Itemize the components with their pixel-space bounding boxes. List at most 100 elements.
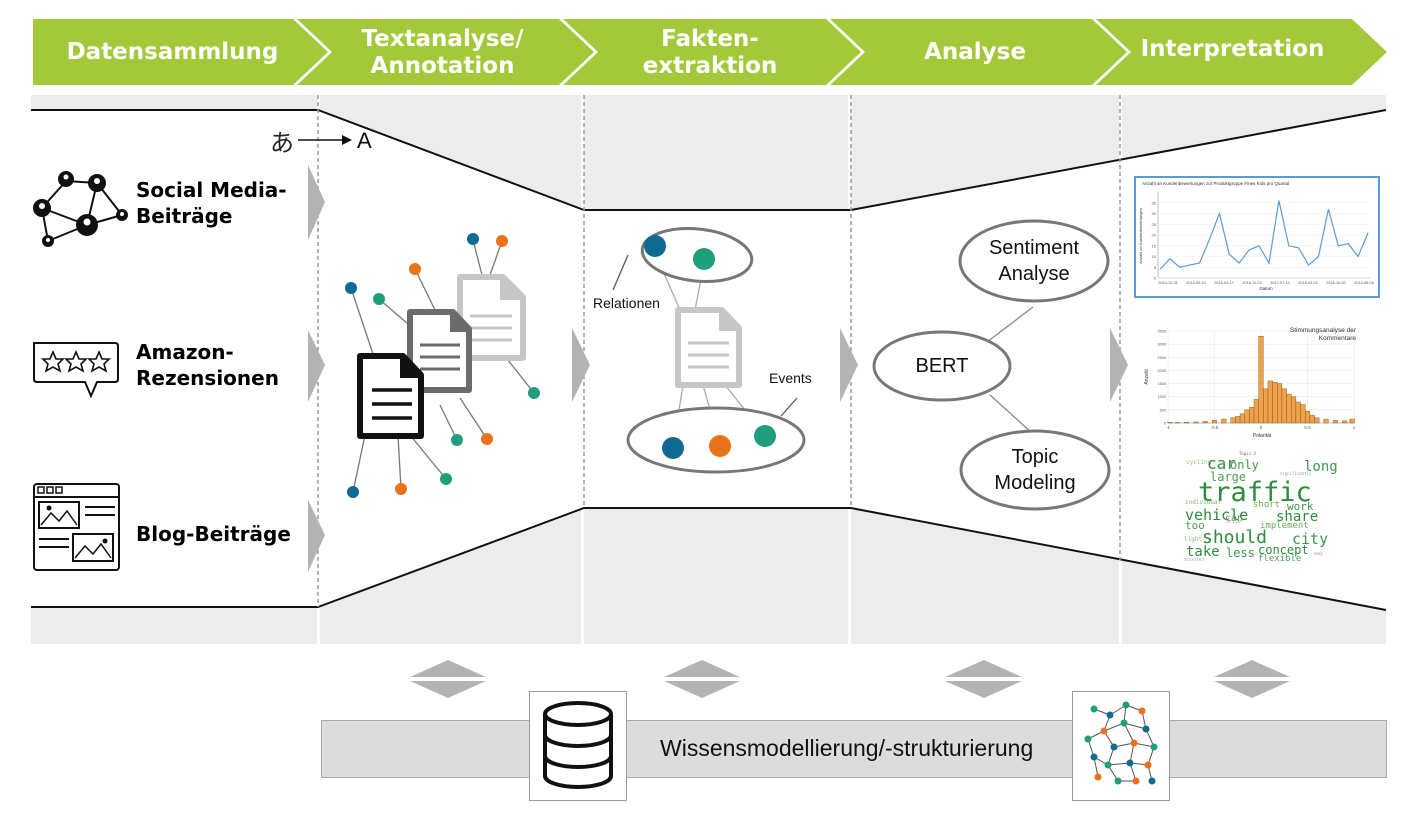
database-icon	[543, 701, 613, 789]
bert-label: BERT	[915, 355, 969, 377]
word-cloud-word: share	[1276, 509, 1319, 525]
line-chart-ytick-label: 20	[1152, 233, 1157, 238]
exchange-arrow-3	[945, 660, 1022, 677]
histogram-bar	[1253, 399, 1259, 424]
translation-target-char: A	[357, 128, 372, 153]
line-chart-ylabel: Anzahl an Kundenbewertungen	[1138, 208, 1143, 264]
histogram-frame	[1140, 325, 1362, 445]
stage-chevron-3	[563, 19, 861, 85]
word-cloud-word: can	[1225, 513, 1244, 524]
translation-arrowhead	[342, 135, 352, 145]
word-cloud-word: less	[1226, 546, 1255, 560]
knowledge-graph-icon	[1084, 701, 1158, 785]
sentiment-analysis-label: Sentiment Analyse	[988, 237, 1080, 285]
stage-label-analyse: Analyse	[924, 39, 1026, 65]
stage-label-faktenextraktion: Fakten- extraktion	[642, 26, 778, 79]
relation-pointer	[612, 254, 629, 291]
histogram-xlabel: Polarität	[1253, 433, 1272, 439]
histogram-bar	[1249, 407, 1255, 424]
stage-chevron-4	[830, 19, 1127, 85]
histogram-bar	[1272, 382, 1278, 424]
histogram-ytick-label: 3500	[1158, 330, 1166, 334]
word-cloud-word: should	[1202, 527, 1268, 548]
stage-label-interpretation: Interpretation	[1140, 36, 1325, 62]
histogram-bar	[1300, 404, 1306, 424]
histogram-xtick-label: 1	[1353, 425, 1356, 430]
translation-source-char: あ	[270, 129, 294, 157]
exchange-arrow-1	[410, 660, 486, 677]
blog-page-icon	[33, 483, 120, 571]
histogram-bar	[1286, 393, 1292, 424]
word-cloud-word: car	[1207, 454, 1236, 473]
relations-label: Relationen	[593, 295, 660, 311]
histogram-bar	[1277, 383, 1283, 424]
line-chart-xlabel: Datum	[1259, 286, 1273, 291]
line-chart-xtick-label: 2014-12-31	[1158, 281, 1177, 285]
fact-extraction-illustration	[612, 227, 806, 474]
line-chart: Anzahl an Kundenbewertungen zur Produktg…	[1138, 181, 1374, 291]
source-label-amazon: Amazon- Rezensionen	[136, 340, 279, 390]
line-chart-ytick-label: 5	[1154, 265, 1157, 270]
histogram-xtick-label: -0.5	[1211, 425, 1219, 430]
word-cloud-word: Topic 3	[1239, 451, 1256, 456]
histogram-bar	[1281, 388, 1287, 424]
histogram-bar	[1230, 417, 1236, 424]
stage-label-datensammlung: Datensammlung	[66, 39, 279, 65]
line-chart-frame	[1134, 176, 1380, 298]
word-cloud-word: scooter	[1184, 557, 1206, 563]
line-chart-xtick-label: 2017-07-14	[1270, 281, 1289, 285]
annotated-documents-illustration	[345, 233, 540, 498]
word-cloud-word: work	[1287, 500, 1314, 513]
social-network-icon	[33, 171, 128, 247]
flow-arrow-fakten	[840, 328, 858, 402]
histogram-bar	[1349, 418, 1355, 424]
flow-arrow-textanalyse	[572, 328, 590, 402]
histogram-ylabel: Anzahl	[1144, 369, 1150, 384]
histogram-ytick-label: 3000	[1158, 343, 1166, 347]
line-chart-ytick-label: 30	[1152, 211, 1157, 216]
exchange-arrow-2	[664, 660, 740, 677]
topic-ellipse	[959, 429, 1111, 511]
topic-modeling-label: Topic Modeling	[994, 446, 1076, 494]
histogram-bar	[1291, 396, 1297, 424]
source-label-blog: Blog-Beiträge	[136, 522, 291, 546]
events-label: Events	[769, 370, 812, 386]
stage-chevron-1	[33, 19, 328, 85]
line-chart-xtick-label: 2018-03-02	[1298, 281, 1317, 285]
word-cloud-word: implement	[1260, 521, 1309, 531]
word-cloud-word: drive	[1226, 519, 1242, 525]
line-chart-ytick-label: 25	[1152, 222, 1157, 227]
histogram-bar	[1332, 420, 1338, 424]
histogram-bar	[1323, 418, 1329, 424]
line-chart-ytick-label: 15	[1152, 243, 1157, 248]
knowledge-bar	[321, 720, 1387, 778]
stage-chevron-2	[297, 19, 594, 85]
funnel-bottom-edge	[31, 507, 1387, 611]
stage-label-textanalyse: Textanalyse/ Annotation	[361, 26, 524, 79]
histogram-ytick-label: 0	[1164, 422, 1166, 426]
stage-header	[33, 19, 1387, 85]
document-front-icon	[357, 353, 424, 439]
line-chart-xtick-label: 2018-10-20	[1326, 281, 1345, 285]
histogram-bar	[1211, 420, 1218, 424]
histogram-bar	[1263, 388, 1269, 424]
histogram-bar	[1221, 418, 1227, 424]
histogram-bar	[1304, 410, 1311, 424]
line-chart-title: Anzahl an Kundenbewertungen zur Produktg…	[1142, 181, 1289, 186]
word-cloud-word: significantly	[1280, 471, 1312, 476]
word-cloud-word: light	[1184, 536, 1203, 543]
flow-arrow-amazon	[308, 330, 325, 402]
word-cloud-word: cycling	[1186, 459, 1212, 466]
events-pointer	[780, 397, 798, 417]
word-cloud-word: large	[1210, 470, 1247, 484]
histogram-xtick-label: -1	[1166, 425, 1170, 430]
knowledge-bar-label: Wissensmodellierung/-strukturierung	[660, 735, 1034, 761]
histogram-bar	[1267, 380, 1273, 424]
line-chart-xtick-label: 2016-11-24	[1242, 281, 1261, 285]
word-cloud-word: too	[1185, 519, 1205, 532]
histogram-xtick-label: 0	[1260, 425, 1263, 430]
histogram-ytick-label: 2000	[1158, 369, 1166, 373]
exchange-arrow-1b	[410, 681, 486, 698]
histogram-xtick-label: 0.5	[1304, 425, 1311, 430]
